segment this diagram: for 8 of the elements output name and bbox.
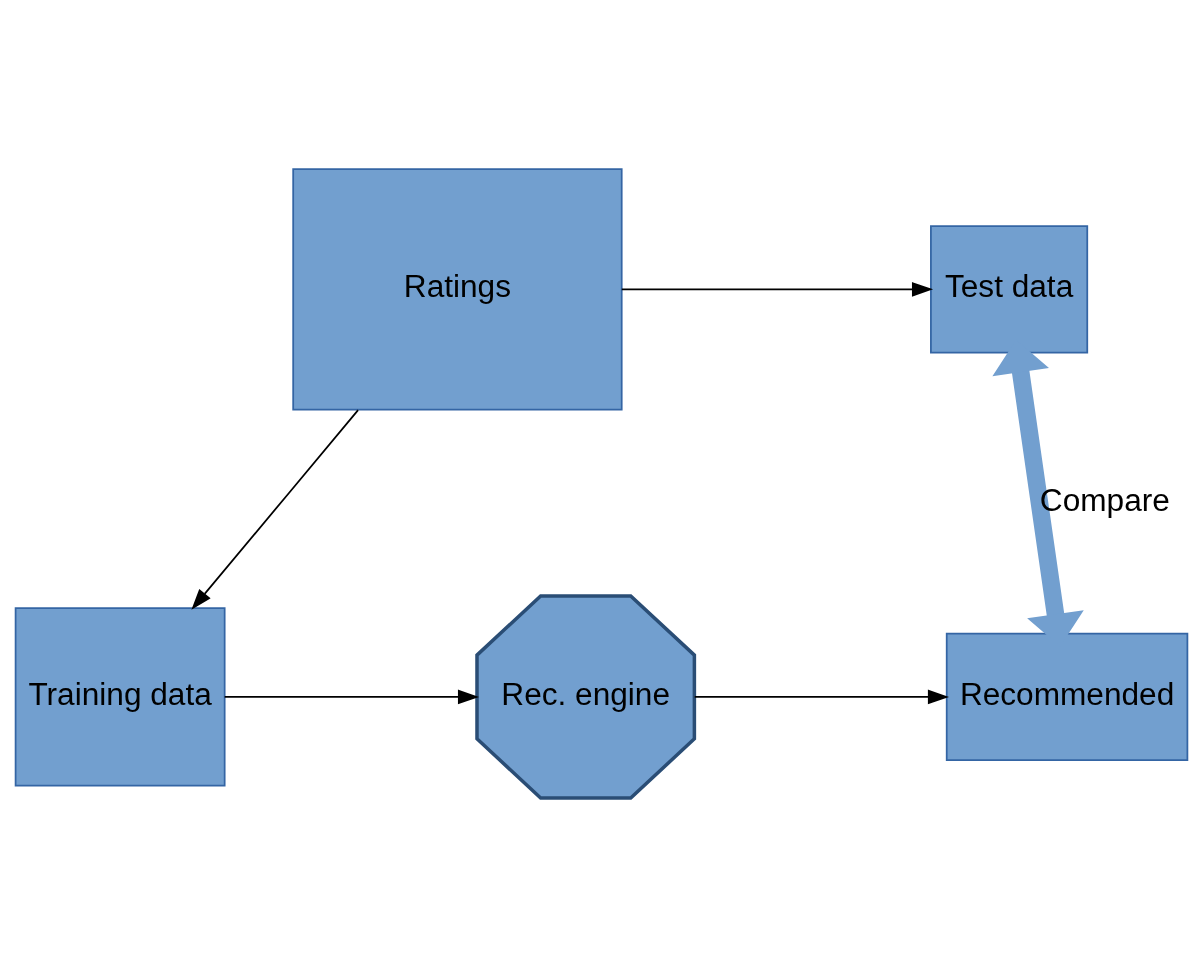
arrow bbox=[191, 408, 359, 610]
node-box: Recommended bbox=[945, 632, 1189, 761]
arrow bbox=[223, 689, 480, 704]
node-box: Training data bbox=[14, 606, 226, 787]
node-box: Test data bbox=[930, 224, 1089, 353]
node-box: Ratings bbox=[292, 167, 623, 411]
arrow bbox=[620, 281, 934, 297]
arrow bbox=[693, 689, 949, 704]
